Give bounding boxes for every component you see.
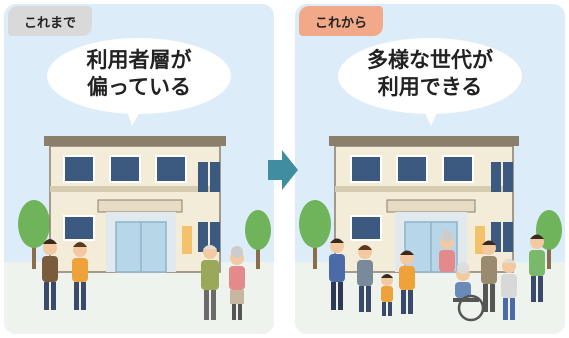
person-in-wheelchair xyxy=(453,262,485,322)
elderly-woman xyxy=(229,246,245,320)
caregiver xyxy=(481,240,497,312)
before-scene xyxy=(4,4,274,334)
speech-bubble xyxy=(47,38,231,114)
adult-man xyxy=(329,238,345,310)
speech-bubble-tail xyxy=(126,108,142,126)
before-bubble-line2: 偏っている xyxy=(87,75,191,99)
man-jogging xyxy=(529,234,545,302)
after-scene xyxy=(295,4,565,334)
before-bubble-text: 利用者層が 偏っている xyxy=(49,47,229,101)
child-1 xyxy=(381,274,393,316)
teen xyxy=(399,250,415,314)
arrow-right-icon xyxy=(268,150,298,190)
before-bubble-line1: 利用者層が xyxy=(86,48,192,72)
tree-right xyxy=(245,210,271,269)
after-bubble-text: 多様な世代が 利用できる xyxy=(340,47,520,101)
elderly-man xyxy=(501,259,517,320)
after-tag: これから xyxy=(299,6,384,36)
after-bubble-line2: 利用できる xyxy=(377,75,483,99)
young-person-1 xyxy=(42,239,58,310)
before-panel: これまで 利用者層が 偏っている xyxy=(4,4,274,334)
after-bubble-line1: 多様な世代が xyxy=(367,48,493,72)
before-tag: これまで xyxy=(8,6,93,36)
elderly-woman-waving xyxy=(439,230,455,272)
speech-bubble-tail xyxy=(423,108,439,126)
young-person-2 xyxy=(72,242,88,310)
elderly-man xyxy=(201,245,219,320)
community-building xyxy=(44,136,226,273)
speech-bubble xyxy=(338,38,522,114)
adult-woman xyxy=(357,245,373,312)
tree-left xyxy=(18,200,50,269)
tree-left xyxy=(299,200,331,269)
after-panel: これから 多様な世代が 利用できる xyxy=(295,4,565,334)
